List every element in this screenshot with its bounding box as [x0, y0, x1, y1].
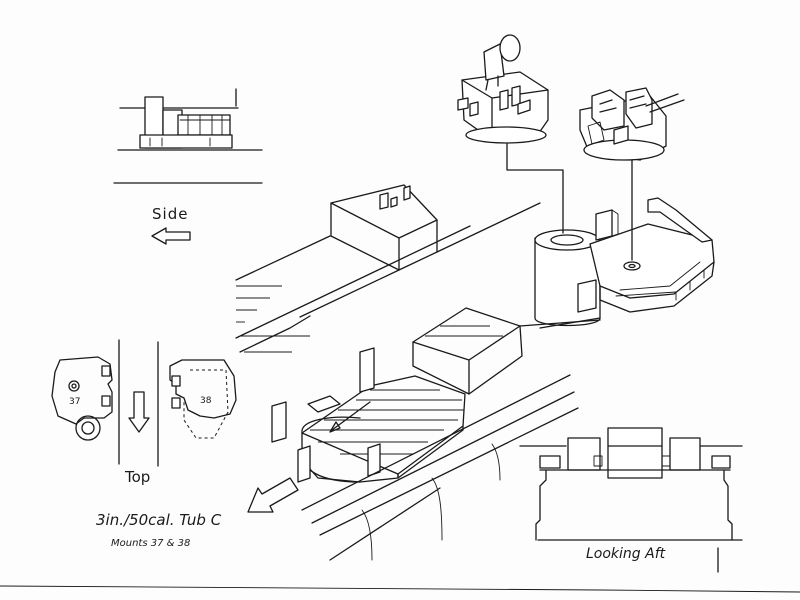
arrow-down-icon	[128, 391, 150, 433]
mount-38-label: 38	[200, 396, 212, 406]
arrow-left-icon	[151, 227, 191, 245]
top-view	[51, 339, 237, 467]
superstructure	[519, 197, 715, 329]
gun-mount	[579, 87, 685, 261]
looking-aft-label: Looking Aft	[586, 546, 666, 562]
isometric-deck	[235, 184, 579, 561]
looking-aft-view	[519, 427, 743, 573]
diagram-subtitle: Mounts 37 & 38	[111, 538, 191, 549]
arrow-down-left-icon	[247, 477, 299, 513]
page-edge	[0, 585, 800, 593]
top-view-label: Top	[125, 468, 151, 486]
director-mount	[457, 34, 564, 234]
side-view-label: Side	[152, 205, 189, 223]
mount-37-label: 37	[69, 397, 81, 407]
side-view	[113, 88, 263, 184]
diagram-title: 3in./50cal. Tub C	[96, 511, 222, 529]
